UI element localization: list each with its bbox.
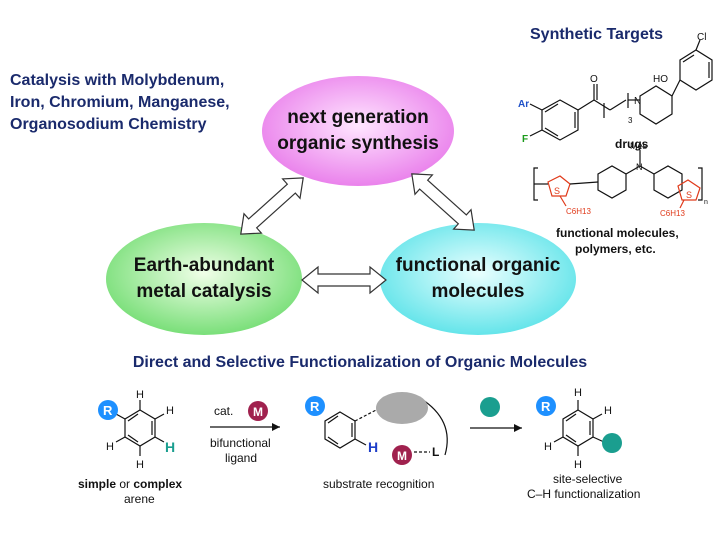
- caption-simple: simple: [78, 477, 116, 491]
- caption-or: or: [116, 477, 133, 491]
- product-caption-2: C–H functionalization: [527, 487, 640, 501]
- bubble-functional-text: functional organic molecules: [380, 253, 576, 305]
- h-p2: H: [604, 405, 612, 417]
- ligand-l: L: [432, 445, 439, 459]
- h-blue: H: [368, 439, 378, 455]
- bubble-top-line1: next generation: [287, 107, 429, 128]
- reagent-cat: cat.: [214, 404, 233, 418]
- reaction-arrow-2: [470, 397, 522, 432]
- h-1: H: [136, 389, 144, 401]
- bubble-right-line2: molecules: [431, 281, 525, 302]
- recognition-caption: substrate recognition: [323, 477, 434, 491]
- product-arene: [553, 400, 605, 456]
- label-n: N: [634, 96, 641, 107]
- label-ho: HO: [653, 74, 668, 85]
- catalysis-heading: Catalysis with Molybdenum, Iron, Chromiu…: [10, 70, 270, 136]
- bubble-next-generation: [262, 76, 454, 186]
- double-arrow-left-diagonal: [240, 177, 304, 235]
- caption-complex: complex: [133, 477, 182, 491]
- functional-label-1: functional molecules,: [556, 226, 679, 240]
- product-teal-circle: [602, 433, 622, 453]
- bubble-earth-abundant-text: Earth-abundant metal catalysis: [106, 253, 302, 305]
- label-s-right: S: [686, 190, 692, 200]
- metal-label-2: M: [397, 449, 407, 463]
- heading-line-2: Iron, Chromium, Manganese,: [10, 94, 230, 111]
- bottom-section-title: Direct and Selective Functionalization o…: [132, 354, 588, 371]
- h-p1: H: [574, 387, 582, 399]
- polymer-structure: [533, 150, 703, 209]
- polymer-atom-labels: Mes N S S C6H13 C6H13 n: [554, 141, 708, 218]
- arene-simple: [115, 400, 165, 456]
- metal-label-1: M: [253, 405, 263, 419]
- double-arrow-horizontal: [301, 265, 387, 295]
- synthetic-targets-heading: Synthetic Targets: [530, 26, 664, 43]
- reagent-ligand: ligand: [225, 451, 257, 465]
- bubble-right-line1: functional organic: [395, 255, 561, 276]
- reaction-arrow-1: [210, 423, 280, 431]
- h-4: H: [106, 441, 114, 453]
- h-3: H: [136, 459, 144, 471]
- h-p4: H: [544, 441, 552, 453]
- h-2: H: [166, 405, 174, 417]
- label-sub3: 3: [628, 116, 633, 125]
- product-caption-1: site-selective: [553, 472, 623, 486]
- h-p3: H: [574, 459, 582, 471]
- bubble-top-line2: organic synthesis: [277, 133, 439, 154]
- drug-structure: [529, 39, 713, 141]
- label-c6h13-right: C6H13: [660, 209, 685, 218]
- r-group-circle-3: [536, 396, 556, 416]
- label-c6h13-left: C6H13: [566, 207, 591, 216]
- r-group-circle-1: [98, 400, 118, 420]
- label-cl: Cl: [697, 32, 706, 43]
- double-arrow-right-diagonal: [411, 173, 475, 231]
- arene-caption-line2: arene: [124, 492, 155, 506]
- bubble-functional: [380, 223, 576, 335]
- label-n2: N: [636, 162, 643, 172]
- metal-circle-2: [392, 445, 412, 465]
- drugs-label: drugs: [615, 137, 649, 151]
- r-label-2: R: [310, 399, 320, 414]
- heading-line-1: Catalysis with Molybdenum,: [10, 72, 225, 89]
- label-mes: Mes: [630, 141, 648, 151]
- label-s-left: S: [554, 186, 560, 196]
- label-subn: n: [704, 199, 708, 206]
- r-label-3: R: [541, 399, 551, 414]
- drug-atom-labels: HO Cl O N 3 Ar F: [518, 32, 706, 145]
- bubble-earth-abundant: [106, 223, 302, 335]
- bubble-left-line2: metal catalysis: [136, 281, 272, 302]
- h-teal: H: [165, 439, 175, 455]
- label-f: F: [522, 134, 528, 145]
- arene-caption-line1: simple or complex: [78, 477, 182, 491]
- r-label-1: R: [103, 403, 113, 418]
- functional-label-2: polymers, etc.: [575, 242, 656, 256]
- metal-circle-1: [248, 401, 268, 421]
- label-ar: Ar: [518, 99, 529, 110]
- label-o: O: [590, 74, 598, 85]
- bubble-next-generation-text: next generation organic synthesis: [262, 105, 454, 157]
- heading-line-3: Organosodium Chemistry: [10, 116, 207, 133]
- r-group-circle-2: [305, 396, 325, 416]
- substrate-recognition-site: [376, 392, 428, 424]
- bubble-left-line1: Earth-abundant: [133, 255, 275, 276]
- reagent-bifunctional: bifunctional: [210, 436, 271, 450]
